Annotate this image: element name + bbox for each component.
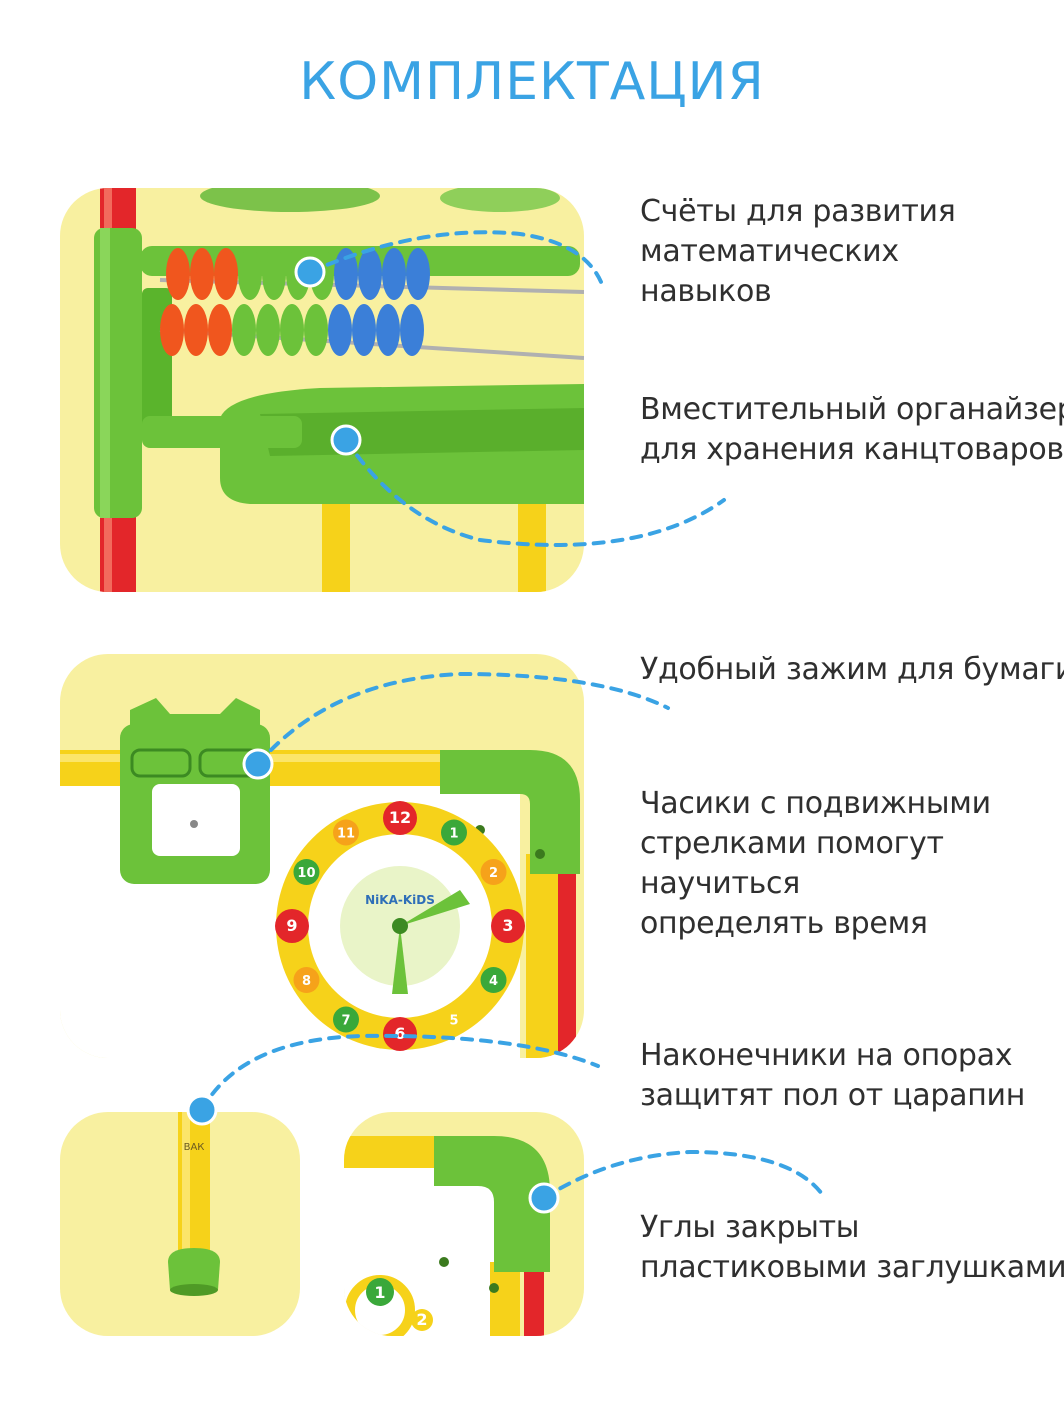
abacus-bead[interactable]: [190, 248, 214, 300]
clock-number-badge: [441, 1006, 467, 1033]
abacus-organizer-photo: [60, 188, 584, 592]
clock-number: 8: [302, 974, 311, 989]
clock-number-badge: [293, 967, 320, 993]
caption-line: навыков: [640, 274, 772, 309]
clock-number: 7: [341, 1014, 350, 1029]
abacus-bead[interactable]: [310, 248, 334, 300]
abacus-bead[interactable]: [406, 248, 430, 300]
clock-number-badge: [480, 859, 507, 885]
abacus-bead[interactable]: [214, 248, 238, 300]
caption-clock: Часики с подвижными стрелками помогут на…: [640, 784, 991, 944]
leg-tip-photo: ВАК: [60, 1112, 300, 1336]
caption-paper-clip: Удобный зажим для бумаги: [640, 650, 1064, 690]
clock-number: 6: [394, 1024, 405, 1043]
caption-line: для хранения канцтоваров: [640, 432, 1064, 467]
clock-number: 9: [286, 916, 297, 935]
corner-clock-number: 1: [374, 1283, 385, 1302]
caption-line: математических: [640, 234, 899, 269]
caption-line: Углы закрыты: [640, 1210, 860, 1245]
clock-number: 5: [449, 1014, 458, 1029]
abacus-bead[interactable]: [376, 304, 400, 356]
clock-number-badge: [441, 819, 467, 846]
abacus-bead[interactable]: [238, 248, 262, 300]
abacus-bead[interactable]: [256, 304, 280, 356]
clock-number-badge: [480, 967, 507, 993]
page-title: КОМПЛЕКТАЦИЯ: [299, 52, 765, 112]
abacus-bead[interactable]: [358, 248, 382, 300]
abacus-bead[interactable]: [262, 248, 286, 300]
clock-number-badge: [293, 859, 320, 885]
abacus-bead[interactable]: [166, 248, 190, 300]
clock-number: 10: [297, 866, 315, 881]
abacus-bead[interactable]: [328, 304, 352, 356]
clock-number-badge: [275, 909, 309, 943]
abacus-bead[interactable]: [286, 248, 310, 300]
abacus-bead[interactable]: [334, 248, 358, 300]
caption-line: защитят пол от царапин: [640, 1078, 1026, 1113]
caption-organizer: Вместительный органайзер для хранения ка…: [640, 390, 1064, 470]
clock-number: 2: [489, 866, 498, 881]
caption-line: определять время: [640, 906, 928, 941]
caption-abacus: Счёты для развития математических навыко…: [640, 192, 956, 312]
abacus-bead[interactable]: [382, 248, 406, 300]
abacus-bead[interactable]: [400, 304, 424, 356]
abacus-bead[interactable]: [280, 304, 304, 356]
abacus-bead[interactable]: [232, 304, 256, 356]
clock-number: 3: [502, 916, 513, 935]
abacus-bead[interactable]: [304, 304, 328, 356]
abacus-bead[interactable]: [208, 304, 232, 356]
corner-clock-number: 2: [416, 1310, 427, 1329]
caption-corner-caps: Углы закрыты пластиковыми заглушками: [640, 1208, 1064, 1288]
caption-line: Удобный зажим для бумаги: [640, 652, 1064, 687]
caption-line: Наконечники на опорах: [640, 1038, 1013, 1073]
leader-corner-caps: [542, 1149, 824, 1200]
abacus-bead[interactable]: [160, 304, 184, 356]
caption-line: пластиковыми заглушками: [640, 1250, 1064, 1285]
caption-line: научиться: [640, 866, 800, 901]
clock-number-badge: [383, 801, 417, 835]
caption-line: Часики с подвижными: [640, 786, 991, 821]
clock-number: 11: [337, 826, 355, 841]
abacus-bead[interactable]: [352, 304, 376, 356]
clock-number-badge: [333, 1006, 359, 1033]
clock-number: 1: [449, 826, 458, 841]
clock-number-badge: [491, 909, 525, 943]
caption-line: стрелками помогут: [640, 826, 944, 861]
caption-line: Вместительный органайзер: [640, 392, 1064, 427]
clock-number: 12: [389, 808, 411, 827]
caption-line: Счёты для развития: [640, 194, 956, 229]
abacus-bead[interactable]: [184, 304, 208, 356]
caption-leg-tips: Наконечники на опорах защитят пол от цар…: [640, 1036, 1025, 1116]
clock-brand-label: NiKA-KiDS: [365, 893, 435, 907]
clock-number-badge: [333, 819, 359, 846]
clock-number: 4: [489, 974, 498, 989]
leg-sticker-text: ВАК: [184, 1142, 205, 1153]
